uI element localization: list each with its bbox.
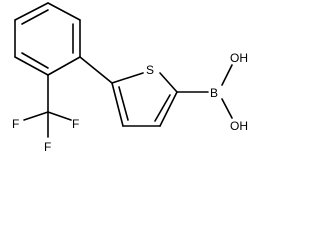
bond — [14, 56, 49, 76]
boronic-acid-group: B OH OH — [210, 51, 248, 133]
bond — [111, 82, 124, 127]
double-bond-inner — [21, 9, 49, 25]
thiophene-ring: S — [111, 63, 178, 127]
bond-aryl-thiophene — [79, 56, 113, 84]
bond — [159, 72, 178, 93]
bond-c-f-right — [47, 111, 72, 121]
hydroxyl-bottom-label: OH — [230, 119, 248, 133]
bond — [14, 2, 49, 21]
boron-label: B — [210, 86, 218, 100]
chemical-structure: F F F S B OH OH — [12, 2, 248, 154]
bond-c-f-left — [23, 111, 49, 121]
fluorine-right-label: F — [72, 117, 79, 131]
trifluoromethyl-group: F F F — [12, 111, 79, 154]
bond — [47, 56, 81, 76]
bond — [111, 72, 144, 84]
double-bond-inner — [154, 94, 171, 122]
bond-b-oh-bottom — [221, 98, 233, 119]
benzene-ring — [14, 2, 81, 76]
bond-b-oh-top — [221, 64, 233, 86]
fluorine-left-label: F — [12, 117, 19, 131]
bond — [159, 91, 178, 127]
fluorine-bottom-label: F — [44, 140, 51, 154]
sulfur-label: S — [146, 63, 154, 77]
hydroxyl-top-label: OH — [230, 51, 248, 65]
double-bond-inner — [21, 52, 49, 69]
double-bond-inner — [118, 86, 129, 121]
bond — [47, 2, 81, 21]
